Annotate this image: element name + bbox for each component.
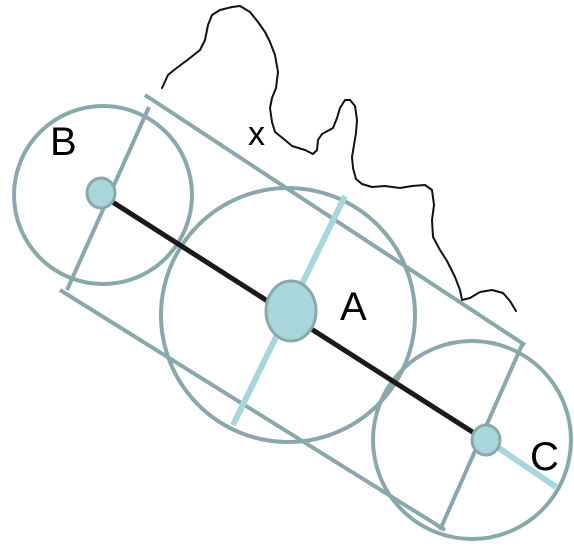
- trace-path: [161, 5, 517, 312]
- envelope-bottom-line: [58, 288, 447, 532]
- label-b: B: [50, 120, 77, 164]
- circles: [12, 104, 573, 541]
- center-point-c: [470, 423, 502, 457]
- circle-a: [159, 186, 417, 444]
- center-point-a: [264, 279, 318, 343]
- center-point-b: [85, 176, 117, 210]
- label-c: C: [530, 435, 559, 479]
- circle-c: [371, 339, 573, 541]
- label-x: x: [248, 115, 265, 153]
- circle-b: [12, 104, 194, 286]
- label-a: A: [340, 285, 367, 329]
- center-points: [85, 176, 502, 457]
